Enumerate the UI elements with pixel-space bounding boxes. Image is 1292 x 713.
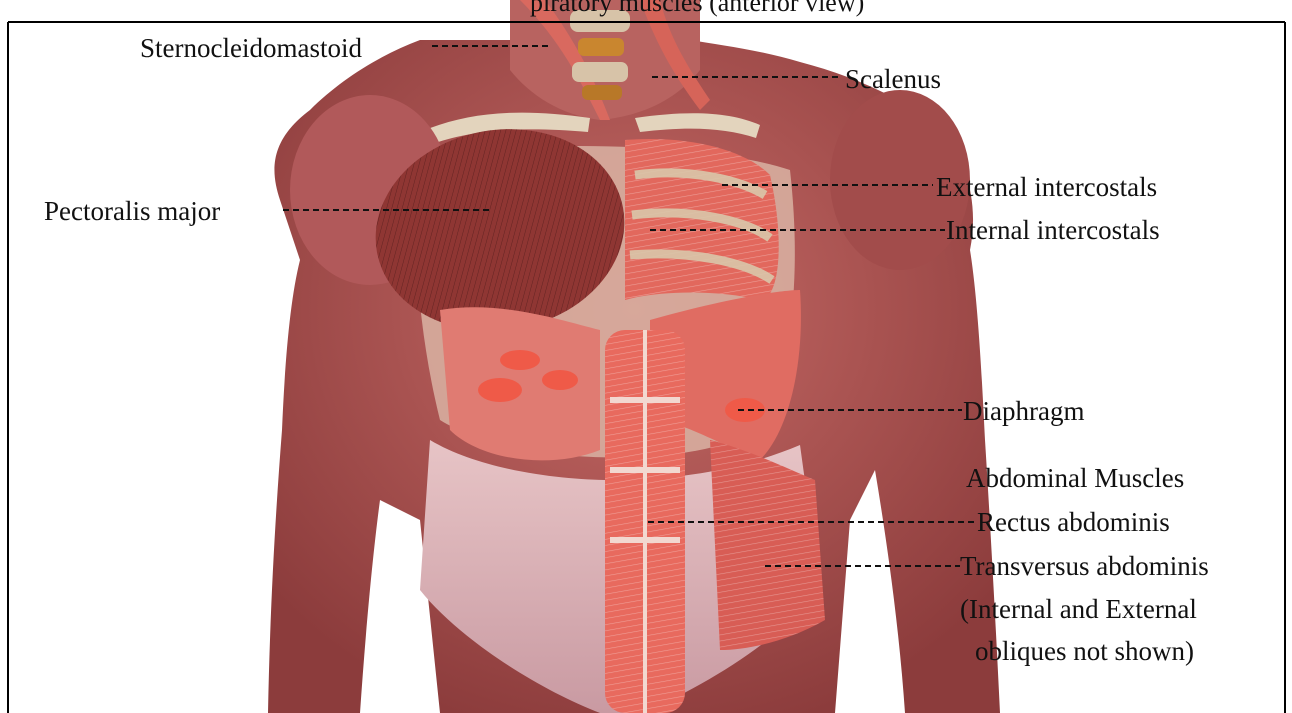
label-diaphragm: Diaphragm (963, 396, 1084, 426)
label-obliques-note-line1: (Internal and External (960, 594, 1197, 624)
figure-caption: piratory muscles (anterior view) (530, 0, 864, 18)
label-internal-intercostals: Internal intercostals (946, 215, 1160, 245)
label-rectus-abdominis: Rectus abdominis (977, 507, 1170, 537)
label-pectoralis-major: Pectoralis major (44, 196, 220, 226)
label-sternocleidomastoid: Sternocleidomastoid (140, 33, 362, 63)
label-scalenus: Scalenus (845, 64, 941, 94)
label-transversus-abdominis: Transversus abdominis (960, 551, 1209, 581)
label-external-intercostals: External intercostals (936, 172, 1157, 202)
label-abdominal-muscles-heading: Abdominal Muscles (966, 463, 1184, 493)
label-obliques-note-line2: obliques not shown) (975, 636, 1194, 666)
